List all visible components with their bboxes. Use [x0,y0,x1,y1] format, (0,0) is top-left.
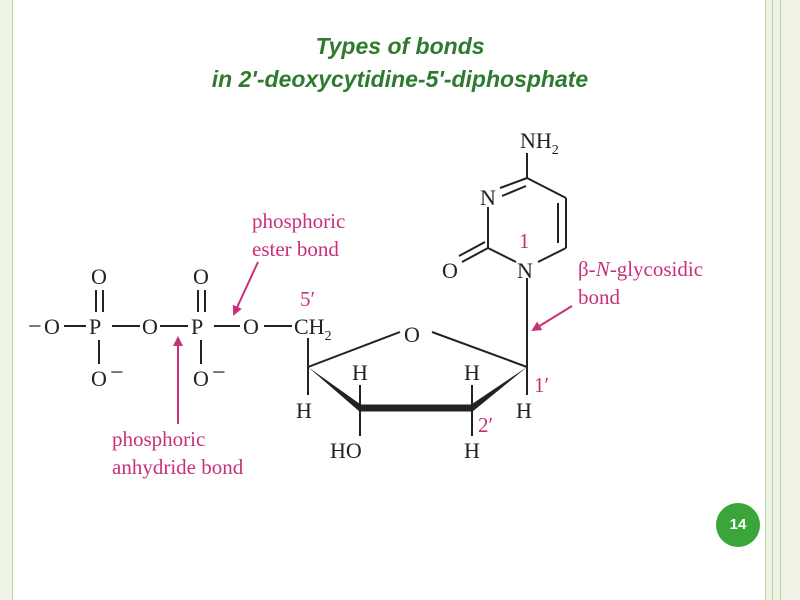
ester-bond-arrow [232,261,259,316]
locant-1prime: 1′ [534,373,549,397]
wedge-c2prime-c1prime [472,367,527,412]
atom-p2: P [191,314,203,339]
bond-c2-o [461,247,489,263]
locant-5prime: 5′ [300,287,315,311]
amino-group: NH2 [520,128,559,158]
locant-2prime: 2′ [478,413,493,437]
bond-c6-n1 [537,247,567,263]
charge-minus-left: − [28,314,42,340]
glycosidic-label-line2: bond [578,285,621,309]
left-frame-border [0,0,13,600]
ester-label-line2: ester bond [252,237,339,261]
atom-h-c3prime: H [352,360,368,385]
atom-carbonyl-o: O [442,258,458,283]
annotation-arrows [173,261,573,424]
atom-h-c1prime: H [516,398,532,423]
atom-p1: P [89,314,101,339]
bond-ring-o-c4prime [307,331,401,368]
ch2-group: CH2 [294,314,332,344]
bond-n3-c4-double [501,185,527,197]
atom-h-c2prime-up: H [464,360,480,385]
atom-n1: N [517,258,533,283]
atom-o-top2: O [193,264,209,289]
wedge-c4prime-c3prime [308,367,360,412]
title-line-2: in 2'-deoxycytidine-5'-diphosphate [211,66,589,92]
anhydride-label-line1: phosphoric [112,427,205,451]
ester-label-line1: phosphoric [252,209,345,233]
locant-n1: 1 [519,229,530,253]
charge-minus-2: − [212,360,226,386]
phosphate-chain [64,290,292,364]
bond-n3-c4 [499,177,528,189]
atom-ring-o: O [404,322,420,347]
right-frame-border [765,0,800,600]
atom-o-bottom2: O [193,366,209,391]
slide-title: Types of bonds in 2'-deoxycytidine-5'-di… [0,30,800,96]
anhydride-label-line2: anhydride bond [112,455,244,479]
atom-o-bridge1: O [142,314,158,339]
atom-o-top1: O [91,264,107,289]
slide-number-badge: 14 [716,503,760,547]
glycosidic-label-line1: β-N-glycosidic [578,257,703,281]
atom-n3: N [480,185,496,210]
bond-c1prime-ring-o [431,331,528,368]
atom-h-c2prime-down: H [464,438,480,463]
title-line-1: Types of bonds [315,33,485,59]
atom-o-terminal: O [44,314,60,339]
atom-o-bottom1: O [91,366,107,391]
atom-h-c4prime: H [296,398,312,423]
bond-c4-c5 [526,177,567,199]
bond-n1-c2 [487,247,517,263]
atom-labels: NH2 N N O O CH2 H H H H H HO − O P O P O… [28,128,559,463]
atom-o-bridge2: O [243,314,259,339]
annotations: 1 5′ 1′ 2′ phosphoric ester bond phospho… [112,209,703,479]
charge-minus-1: − [110,360,124,386]
cytosine-ring [458,153,567,263]
glycosidic-bond-arrow [531,305,573,332]
sugar-ring [307,278,528,436]
bond-c2-o-double [458,241,486,257]
hydroxyl-group: HO [330,438,362,463]
